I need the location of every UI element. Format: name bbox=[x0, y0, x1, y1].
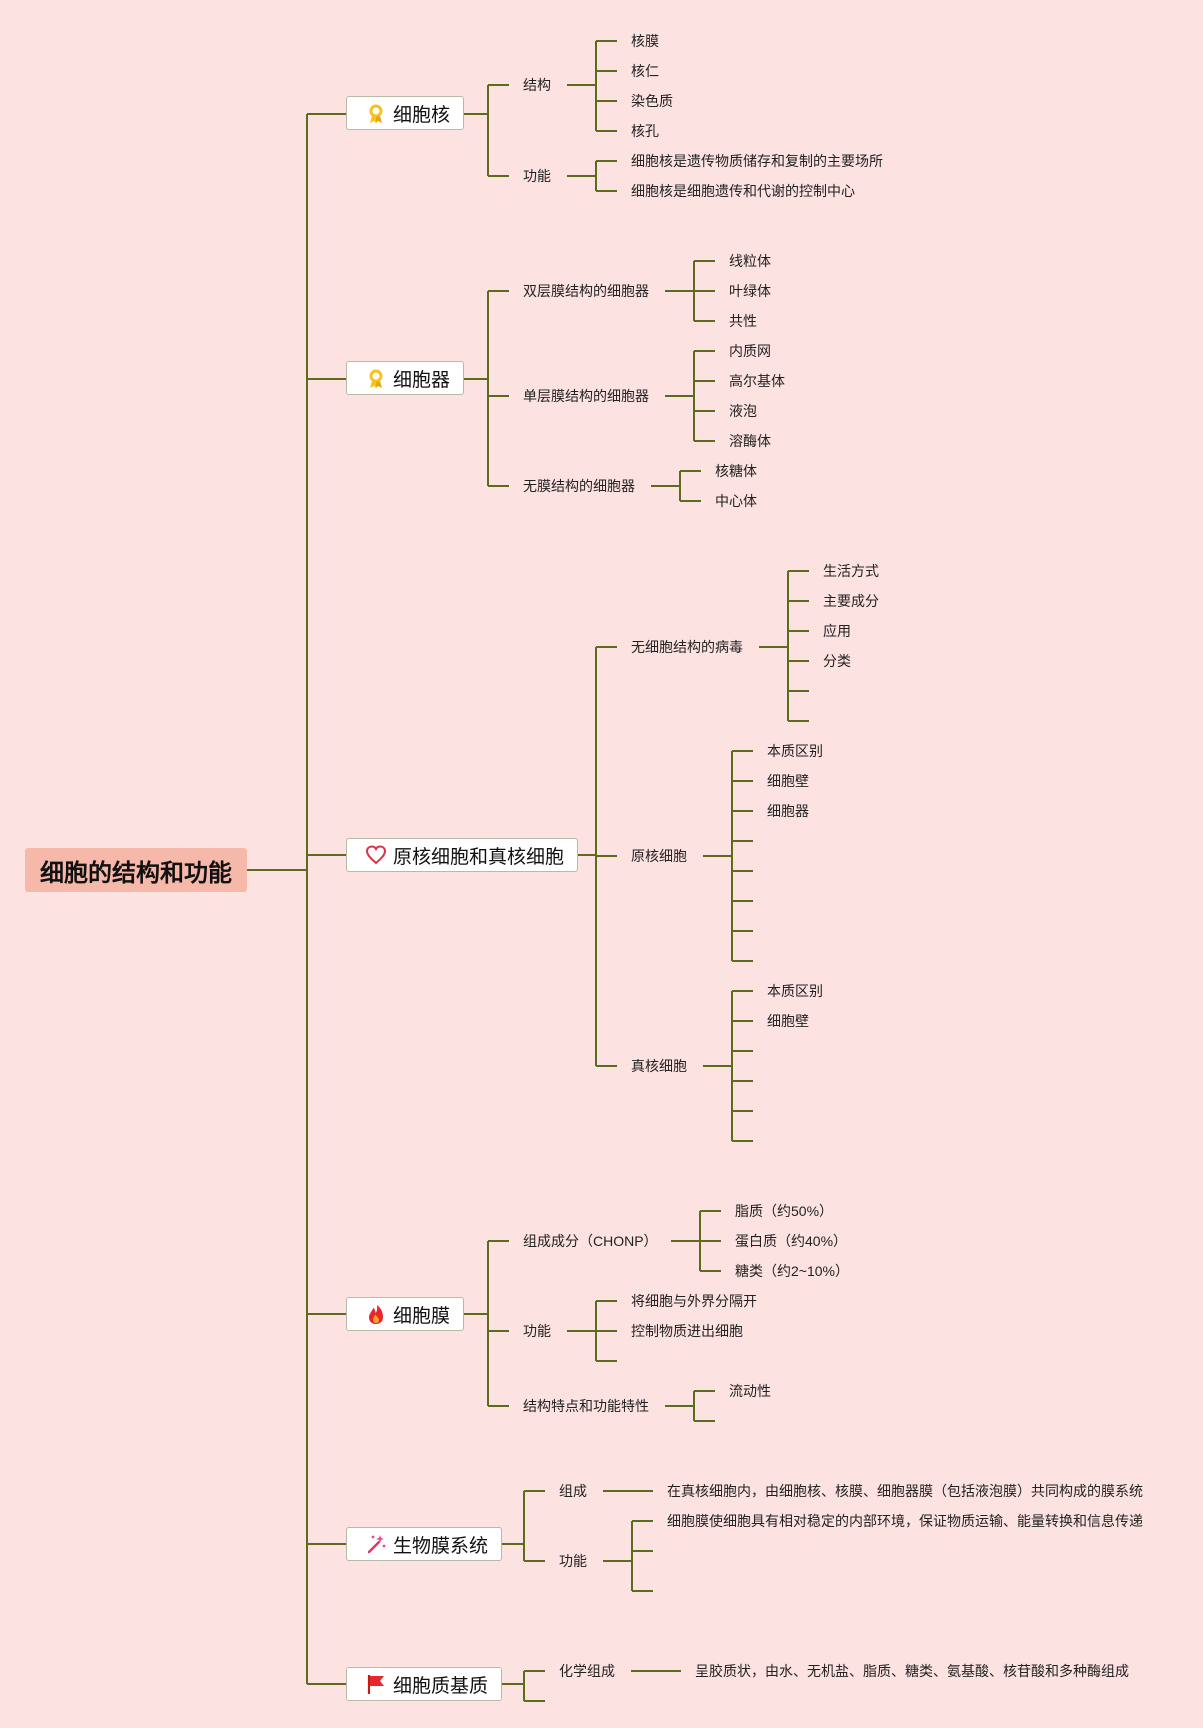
node-composition[interactable]: 组成 bbox=[559, 1483, 587, 1499]
branch-cell-membrane[interactable]: 细胞膜 bbox=[346, 1297, 465, 1331]
leaf-lysosome[interactable]: 溶酶体 bbox=[729, 433, 771, 449]
leaf-golgi[interactable]: 高尔基体 bbox=[729, 373, 785, 389]
leaf-biomembrane-function[interactable]: 细胞膜使细胞具有相对稳定的内部环境，保证物质运输、能量转换和信息传递 bbox=[667, 1513, 1143, 1529]
leaf-essential-difference[interactable]: 本质区别 bbox=[767, 983, 823, 999]
node-function[interactable]: 功能 bbox=[523, 168, 551, 184]
node-structural-feature[interactable]: 结构特点和功能特性 bbox=[523, 1398, 649, 1414]
branch-label: 生物膜系统 bbox=[393, 1535, 489, 1557]
leaf-nuclear-envelope[interactable]: 核膜 bbox=[631, 33, 659, 49]
branch-label: 细胞质基质 bbox=[393, 1675, 489, 1697]
ribbon-medal-icon bbox=[365, 102, 387, 124]
leaf-essential-difference[interactable]: 本质区别 bbox=[767, 743, 823, 759]
leaf-cell-wall[interactable]: 细胞壁 bbox=[767, 773, 809, 789]
node-double-membrane[interactable]: 双层膜结构的细胞器 bbox=[523, 283, 649, 299]
branch-label: 细胞膜 bbox=[393, 1305, 451, 1327]
leaf-nucleus-function-1[interactable]: 细胞核是遗传物质储存和复制的主要场所 bbox=[631, 153, 883, 169]
node-single-membrane[interactable]: 单层膜结构的细胞器 bbox=[523, 388, 649, 404]
magic-wand-icon bbox=[365, 1533, 387, 1555]
leaf-sugar[interactable]: 糖类（约2~10%） bbox=[735, 1263, 849, 1279]
leaf-commonality[interactable]: 共性 bbox=[729, 313, 757, 329]
node-composition[interactable]: 组成成分（CHONP） bbox=[523, 1233, 658, 1249]
leaf-main-components[interactable]: 主要成分 bbox=[823, 593, 879, 609]
node-eukaryote[interactable]: 真核细胞 bbox=[631, 1058, 687, 1074]
leaf-chromatin[interactable]: 染色质 bbox=[631, 93, 673, 109]
node-no-membrane[interactable]: 无膜结构的细胞器 bbox=[523, 478, 635, 494]
branch-nucleus[interactable]: 细胞核 bbox=[346, 96, 465, 130]
leaf-er[interactable]: 内质网 bbox=[729, 343, 771, 359]
branch-prokaryote-eukaryote[interactable]: 原核细胞和真核细胞 bbox=[346, 838, 579, 872]
node-structure[interactable]: 结构 bbox=[523, 77, 551, 93]
leaf-nuclear-pore[interactable]: 核孔 bbox=[631, 123, 659, 139]
leaf-chloroplast[interactable]: 叶绿体 bbox=[729, 283, 771, 299]
node-function[interactable]: 功能 bbox=[523, 1323, 551, 1339]
leaf-lifestyle[interactable]: 生活方式 bbox=[823, 563, 879, 579]
flame-icon bbox=[365, 1303, 387, 1325]
leaf-matrix-composition[interactable]: 呈胶质状，由水、无机盐、脂质、糖类、氨基酸、核苷酸和多种酶组成 bbox=[695, 1663, 1129, 1679]
branch-cytoplasmic-matrix[interactable]: 细胞质基质 bbox=[346, 1667, 503, 1701]
ribbon-medal-icon bbox=[365, 367, 387, 389]
branch-biomembrane-system[interactable]: 生物膜系统 bbox=[346, 1527, 503, 1561]
leaf-vacuole[interactable]: 液泡 bbox=[729, 403, 757, 419]
leaf-separate-cell[interactable]: 将细胞与外界分隔开 bbox=[631, 1293, 757, 1309]
leaf-cell-wall[interactable]: 细胞壁 bbox=[767, 1013, 809, 1029]
leaf-nucleus-function-2[interactable]: 细胞核是细胞遗传和代谢的控制中心 bbox=[631, 183, 855, 199]
leaf-application[interactable]: 应用 bbox=[823, 623, 851, 639]
leaf-mitochondria[interactable]: 线粒体 bbox=[729, 253, 771, 269]
leaf-organelle[interactable]: 细胞器 bbox=[767, 803, 809, 819]
leaf-fluidity[interactable]: 流动性 bbox=[729, 1383, 771, 1399]
node-chemical-composition[interactable]: 化学组成 bbox=[559, 1663, 615, 1679]
branch-label: 细胞核 bbox=[393, 104, 451, 126]
node-function[interactable]: 功能 bbox=[559, 1553, 587, 1569]
branch-label: 原核细胞和真核细胞 bbox=[393, 846, 565, 868]
leaf-nucleolus[interactable]: 核仁 bbox=[631, 63, 659, 79]
node-virus[interactable]: 无细胞结构的病毒 bbox=[631, 639, 743, 655]
node-prokaryote[interactable]: 原核细胞 bbox=[631, 848, 687, 864]
leaf-control-transport[interactable]: 控制物质进出细胞 bbox=[631, 1323, 743, 1339]
leaf-biomembrane-composition[interactable]: 在真核细胞内，由细胞核、核膜、细胞器膜（包括液泡膜）共同构成的膜系统 bbox=[667, 1483, 1143, 1499]
heart-icon bbox=[365, 844, 387, 866]
root-topic[interactable]: 细胞的结构和功能 bbox=[25, 848, 247, 892]
branch-label: 细胞器 bbox=[393, 369, 451, 391]
leaf-ribosome[interactable]: 核糖体 bbox=[715, 463, 757, 479]
leaf-centrosome[interactable]: 中心体 bbox=[715, 493, 757, 509]
leaf-lipid[interactable]: 脂质（约50%） bbox=[735, 1203, 834, 1219]
leaf-protein[interactable]: 蛋白质（约40%） bbox=[735, 1233, 848, 1249]
branch-organelles[interactable]: 细胞器 bbox=[346, 361, 465, 395]
red-flag-icon bbox=[365, 1673, 387, 1695]
leaf-classification[interactable]: 分类 bbox=[823, 653, 851, 669]
